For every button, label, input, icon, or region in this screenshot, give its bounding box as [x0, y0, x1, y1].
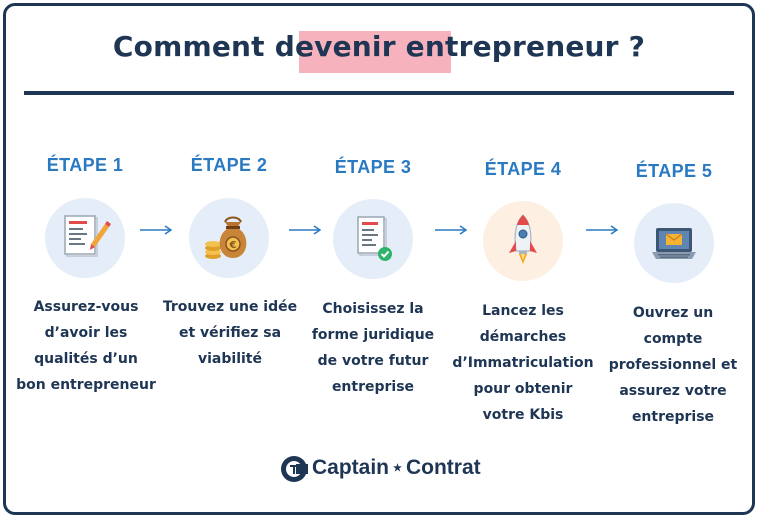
step-5-line: compte	[643, 331, 703, 347]
title-wrap: Comment devenir entrepreneur ?	[0, 30, 758, 73]
step-2-label-wrap: ÉTAPE 2	[159, 155, 299, 176]
step-3-line: entreprise	[331, 379, 415, 395]
step-4-description: Lancez les démarches d’Immatriculation p…	[448, 298, 598, 428]
step-4-line: Lancez les	[482, 303, 564, 319]
step-1-line: qualités d’un	[34, 351, 138, 367]
step-5-label-wrap: ÉTAPE 5	[604, 161, 744, 182]
step-1-line: Assurez-vous	[33, 299, 139, 315]
captain-contrat-logo-icon	[281, 456, 308, 482]
step-3-icon-circle	[333, 199, 413, 279]
arrow-right-icon	[289, 225, 322, 235]
step-4-line: votre Kbis	[482, 407, 564, 423]
step-1-description: Assurez-vous d’avoir les qualités d’un b…	[11, 294, 161, 398]
step-4-label-wrap: ÉTAPE 4	[453, 159, 593, 180]
brand-name-right: Contrat	[405, 456, 481, 479]
step-5-line: assurez votre	[619, 383, 727, 399]
step-2-description: Trouvez une idée et vérifiez sa viabilit…	[155, 294, 305, 372]
step-4-line: démarches	[479, 329, 567, 345]
money-bag-icon: €	[205, 216, 247, 259]
step-5-line: Ouvrez un	[632, 305, 714, 321]
title-divider	[24, 91, 734, 95]
step-5-description: Ouvrez un compte professionnel et assure…	[598, 300, 748, 430]
step-4-label: ÉTAPE 4	[484, 159, 562, 179]
rocket-icon	[509, 214, 537, 264]
page-title: Comment devenir entrepreneur ?	[112, 30, 646, 73]
step-3-label-wrap: ÉTAPE 3	[303, 157, 443, 178]
step-2-line: viabilité	[198, 351, 262, 367]
step-5-line: entreprise	[631, 409, 715, 425]
title-part-1: Comment d	[112, 30, 295, 63]
brand-name-left: Captain	[312, 456, 390, 479]
title-highlight	[298, 31, 451, 73]
document-check-icon	[357, 216, 392, 261]
step-3-line: de votre futur	[317, 353, 429, 369]
step-3-line: forme juridique	[311, 327, 435, 343]
brand-separator-icon: ★	[393, 462, 402, 474]
step-3-line: Choisissez la	[322, 301, 424, 317]
arrow-right-icon	[140, 225, 173, 235]
step-1-line: d’avoir les	[44, 325, 128, 341]
step-3-description: Choisissez la forme juridique de votre f…	[298, 296, 448, 400]
step-1-line: bon entrepreneur	[16, 377, 156, 393]
step-2-icon-circle: €	[189, 198, 269, 278]
step-2-label: ÉTAPE 2	[190, 155, 268, 175]
step-2-line: et vérifiez sa	[178, 325, 282, 341]
step-5-line: professionnel et	[608, 357, 738, 373]
laptop-mail-icon	[652, 228, 696, 259]
arrow-right-icon	[586, 225, 619, 235]
svg-text:€: €	[229, 240, 237, 251]
step-1-label-wrap: ÉTAPE 1	[15, 155, 155, 176]
step-5-label: ÉTAPE 5	[635, 161, 713, 181]
step-5-icon-circle	[634, 203, 714, 283]
step-2-line: Trouvez une idée	[162, 299, 298, 315]
step-1-label: ÉTAPE 1	[46, 155, 124, 175]
step-3-label: ÉTAPE 3	[334, 157, 412, 177]
document-pen-icon	[64, 215, 111, 257]
step-4-icon-circle	[483, 201, 563, 281]
title-part-3: trepreneur ?	[445, 30, 646, 63]
title-part-2: evenir en	[294, 30, 445, 63]
step-4-line: pour obtenir	[473, 381, 573, 397]
arrow-right-icon	[435, 225, 468, 235]
brand-name: Captain★Contrat	[312, 456, 481, 480]
step-4-line: d’Immatriculation	[452, 355, 594, 371]
step-1-icon-circle	[45, 198, 125, 278]
